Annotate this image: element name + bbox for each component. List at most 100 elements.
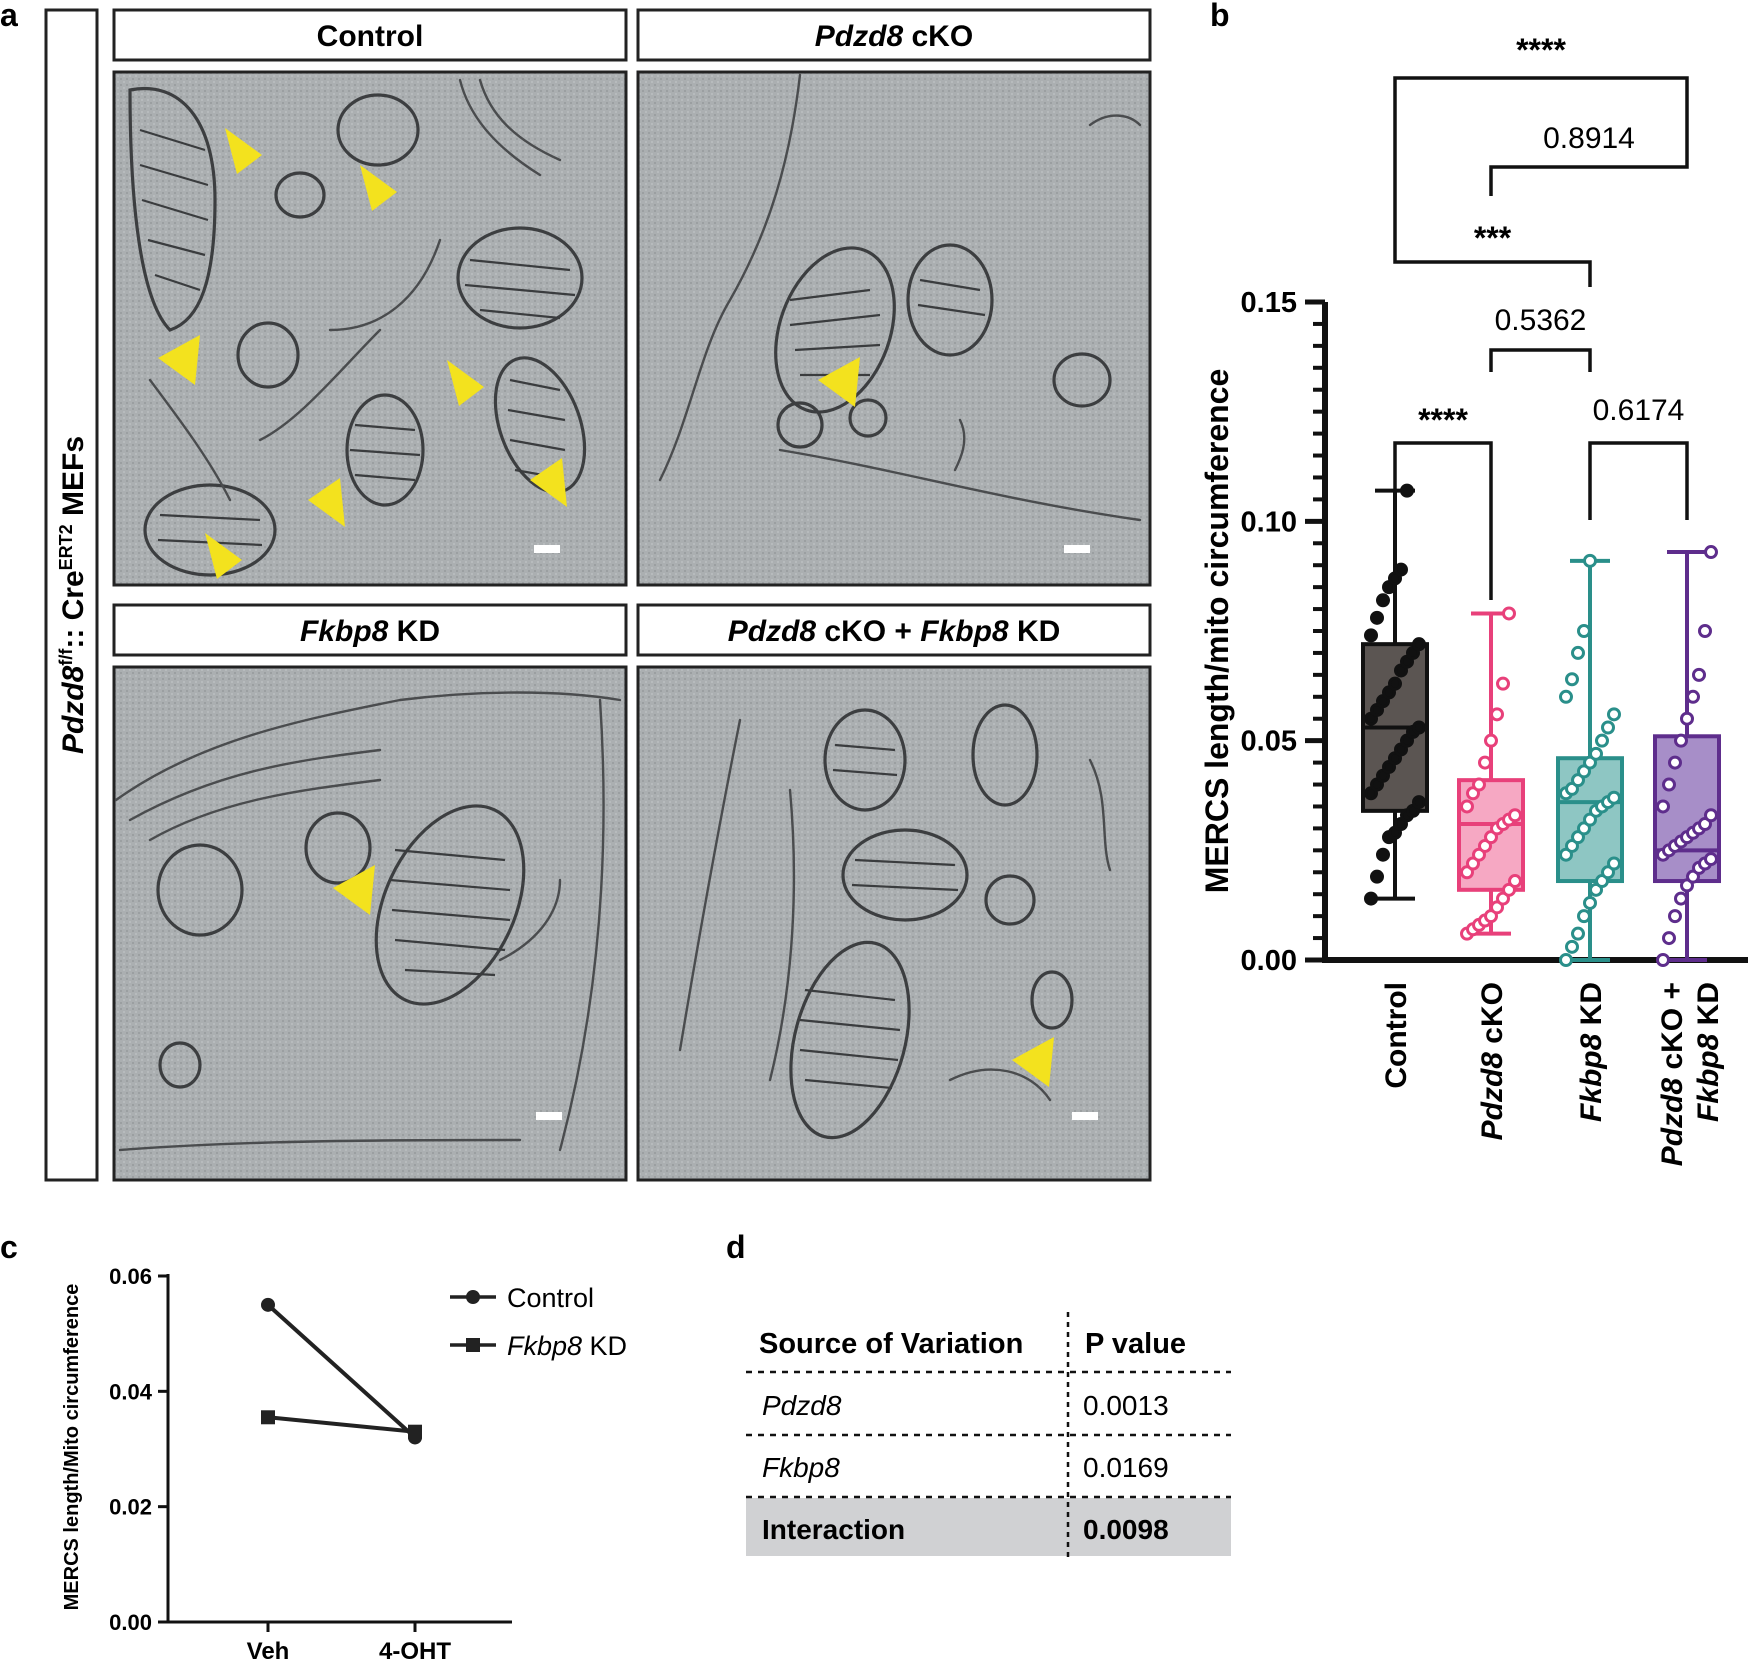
b-sig-label: **** [1418,402,1468,438]
b-data-point [1662,777,1676,792]
b-data-point [1412,795,1426,810]
c-y-tick-label: 0.06 [109,1264,152,1289]
panel-a: Pdzd8f/f:: CreERT2 MEFs Control Pdzd8 cK… [44,8,1152,1182]
b-data-point [1502,606,1516,621]
b-data-point [1400,483,1414,498]
b-sig-label: 0.5362 [1495,304,1587,337]
side-label-box [44,8,99,1182]
c-series-line [267,1415,416,1434]
b-x-tick-label: Fkbp8 KD [1575,982,1608,1122]
b-data-point [1370,869,1384,884]
legend-control: Control [507,1283,594,1313]
b-sig-bracket [1489,142,1689,196]
table-row-source: Fkbp8 [762,1452,840,1483]
title-box-double [636,603,1152,657]
b-x-tick-label: Pdzd8 cKO [1476,982,1509,1140]
table-header-source: Source of Variation [759,1328,1023,1360]
b-data-point [1496,676,1510,691]
c-y-axis-label: MERCS length/Mito circumference [61,1284,83,1611]
b-data-point [1583,895,1597,910]
b-sig-bracket [1393,76,1689,238]
b-data-point [1607,856,1621,871]
b-data-point [1662,931,1676,946]
c-data-point-square [261,1410,275,1425]
b-data-point [1595,733,1609,748]
b-data-point [1565,939,1579,954]
b-data-point [1559,953,1573,967]
em-image-control [112,70,628,587]
b-y-tick-label: 0.10 [1241,506,1297,538]
c-x-tick-label: 4-OHT [379,1638,451,1664]
b-x-tick-label: Pdzd8 cKO + [1656,982,1689,1166]
b-data-point [1698,624,1712,638]
table-header-pvalue: P value [1085,1328,1186,1360]
title-pdzd8-cko: Pdzd8 cKO [815,20,973,53]
c-y-tick-label: 0.00 [109,1610,152,1635]
table-row-pvalue: 0.0013 [1083,1390,1169,1421]
panel-d-table: Source of Variation P value Pdzd8 0.0013… [746,1312,1231,1558]
b-data-point [1412,720,1426,735]
b-sig-bracket [1489,348,1592,372]
b-data-point [1508,874,1522,889]
title-box-control [112,8,628,62]
c-legend: Control Fkbp8 KD [450,1283,627,1361]
panel-letter-b: b [1210,0,1230,33]
b-data-point [1583,553,1597,568]
legend-circle-marker [466,1290,480,1304]
c-x-tick-label: Veh [247,1638,290,1664]
b-sig-label: 0.8914 [1543,122,1635,155]
b-sig-bracket [1393,238,1592,287]
b-data-point [1559,689,1573,704]
b-data-point [1668,909,1682,924]
title-box-pdzd8-cko [636,8,1152,62]
b-y-tick-label: 0.15 [1241,287,1297,319]
b-sig-label: *** [1474,220,1512,256]
b-data-point [1704,808,1718,823]
b-y-axis-label: MERCS length/mito circumference [1199,369,1235,894]
c-data-point-circle [261,1297,275,1312]
panel-letter-d: d [726,1229,746,1265]
b-data-point [1668,755,1682,770]
b-data-point [1508,808,1522,823]
b-data-point [1394,562,1408,577]
b-data-point [1607,790,1621,805]
b-y-tick-label: 0.05 [1241,726,1297,758]
b-data-point [1692,667,1706,682]
b-data-point [1571,645,1585,660]
b-data-point [1565,672,1579,687]
b-x-tick-label: Control [1380,982,1413,1089]
b-sig-label: **** [1516,32,1566,68]
c-y-tick-label: 0.02 [109,1495,152,1520]
c-series-line [266,1303,417,1439]
legend-fkbp8-kd: Fkbp8 KD [507,1331,627,1361]
b-data-point [1680,711,1694,726]
b-data-point [1577,624,1591,638]
b-data-point [1478,755,1492,770]
em-image-pdzd8-cko [636,70,1152,587]
b-data-point [1364,628,1378,643]
b-data-point [1370,610,1384,625]
table-row-pvalue: 0.0169 [1083,1452,1169,1483]
b-data-point [1460,799,1474,814]
b-data-point [1388,676,1402,691]
b-data-point [1571,926,1585,941]
b-sig-bracket [1393,441,1493,600]
b-data-point [1364,891,1378,906]
b-sig-bracket [1588,441,1689,520]
b-data-point [1656,799,1670,814]
b-data-point [1704,852,1718,867]
title-double: Pdzd8 cKO + Fkbp8 KD [728,615,1061,648]
b-data-point [1674,733,1688,748]
side-label: Pdzd8f/f:: CreERT2 MEFs [56,436,90,754]
c-data-point-square [408,1424,422,1439]
b-data-point [1577,909,1591,924]
b-data-point [1601,720,1615,735]
table-highlight-row [746,1498,1231,1556]
em-image-double [636,665,1152,1182]
panel-letter-c: c [0,1229,18,1265]
b-data-point [1674,891,1688,906]
title-control: Control [317,20,424,53]
b-data-point [1490,707,1504,722]
c-y-tick-label: 0.04 [109,1379,153,1404]
